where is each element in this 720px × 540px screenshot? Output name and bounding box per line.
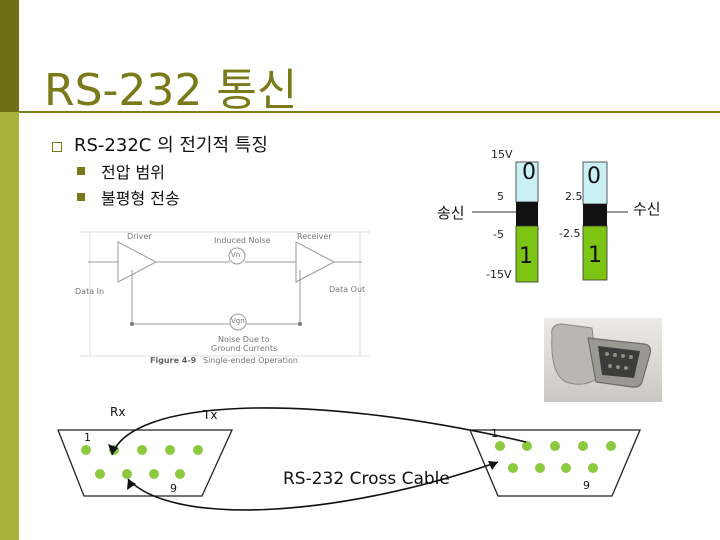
tx-logic0-label: 0	[522, 160, 536, 185]
sub-bullet-voltage-range: 전압 범위	[101, 163, 165, 182]
left-pin1-label: 1	[84, 431, 91, 444]
bullet-square-icon	[52, 142, 62, 152]
rx-logic0-zone	[582, 161, 608, 205]
left-pin9-label: 9	[170, 482, 177, 495]
sub-bullet-icon	[77, 193, 85, 201]
sender-label: 송신	[437, 204, 465, 222]
rx-transition-zone	[583, 204, 607, 226]
fig-ground-noise-line2: Ground Currents	[211, 344, 278, 353]
fig-vn-label: Vn	[231, 251, 241, 259]
wire-tx-to-rx	[127, 461, 499, 511]
rx-logic1-label: 1	[588, 243, 602, 268]
fig-caption-number: Figure 4-9	[150, 356, 197, 365]
level-minus15: -15V	[486, 268, 512, 281]
fig-data-out-label: Data Out	[329, 285, 366, 294]
receiver-label: 수신	[633, 200, 661, 218]
level-minus5: -5	[493, 228, 504, 241]
right-pin1-label: 1	[491, 427, 498, 440]
driver-amplifier-icon	[117, 241, 158, 283]
fig-ground-noise-line1: Noise Due to	[218, 335, 270, 344]
right-db9-connector	[469, 429, 641, 497]
fig-driver-label: Driver	[127, 232, 152, 241]
left-connector-pins	[81, 445, 203, 479]
level-plus15: 15V	[491, 148, 513, 161]
fig-induced-noise-label: Induced Noise	[214, 236, 271, 245]
fig-caption-text: Single-ended Operation	[203, 356, 298, 365]
receiver-amplifier-icon	[295, 241, 336, 283]
level-plus5: 5	[497, 190, 504, 203]
level-plus2-5: 2.5	[565, 190, 583, 203]
rx-logic0-label: 0	[587, 164, 601, 189]
fig-data-in-label: Data In	[75, 287, 105, 296]
rx-logic1-zone	[582, 225, 608, 281]
vgn-noise-source-icon	[229, 313, 247, 331]
tx-logic1-label: 1	[519, 244, 533, 269]
fig-vgn-label: Vgn	[231, 317, 245, 325]
cross-cable-label: RS-232 Cross Cable	[283, 469, 450, 489]
wire-rx-to-tx	[111, 407, 527, 456]
bullet-electrical-characteristics: RS-232C 의 전기적 특징	[74, 135, 268, 156]
left-db9-connector	[57, 429, 234, 497]
tx-logic1-zone	[515, 225, 539, 283]
title-underline	[19, 111, 720, 113]
db9-connector-photo	[544, 318, 662, 402]
vn-noise-source-icon	[228, 247, 246, 265]
tx-transition-zone	[516, 202, 538, 226]
sub-bullet-icon	[77, 167, 85, 175]
slide-title: RS-232 통신	[44, 65, 298, 116]
level-minus2-5: -2.5	[559, 227, 581, 240]
sidebar-accent-top	[0, 0, 19, 112]
right-pin9-label: 9	[583, 479, 590, 492]
sidebar-accent-bar	[0, 0, 19, 540]
sub-bullet-unbalanced-transmission: 불평형 전송	[101, 189, 180, 208]
cable-rx-label: Rx	[110, 405, 126, 419]
cable-tx-label: Tx	[203, 408, 218, 422]
fig-receiver-label: Receiver	[297, 232, 332, 241]
right-connector-pins	[495, 441, 616, 473]
